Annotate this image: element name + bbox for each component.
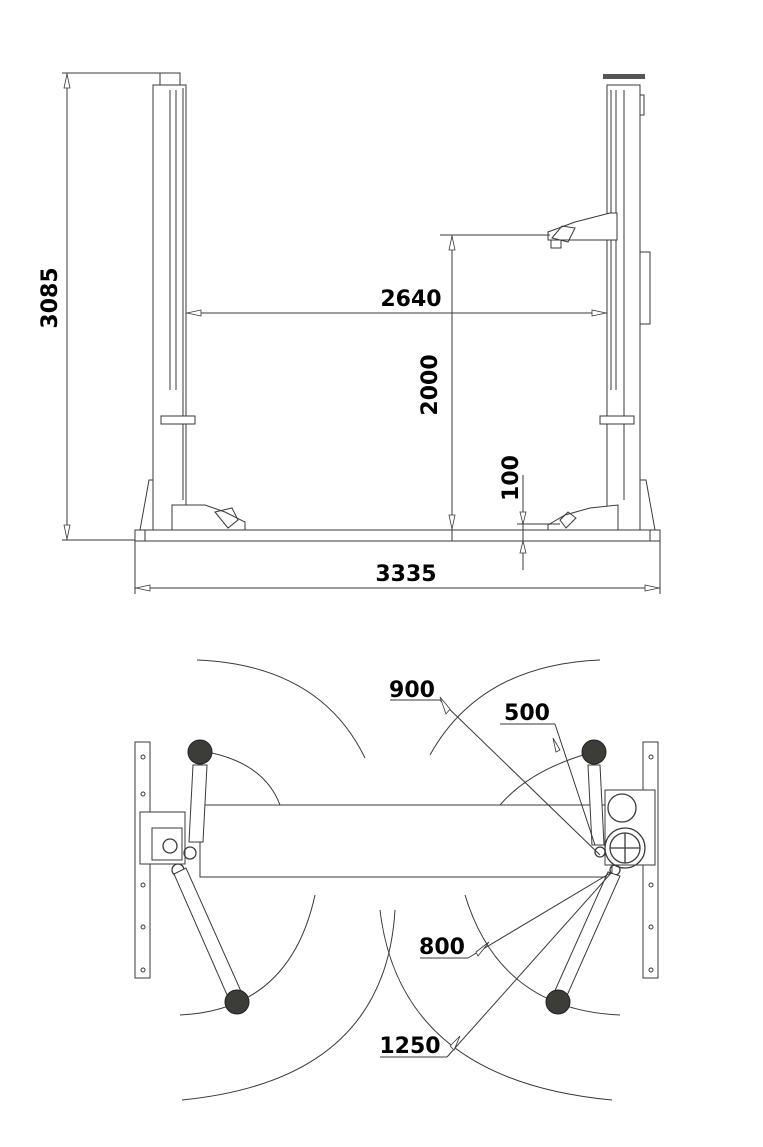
dimension-2640: 2640 (186, 287, 607, 317)
dim-1250-label: 1250 (379, 1034, 440, 1059)
right-post (547, 74, 656, 531)
lift-pad (581, 739, 607, 765)
lift-pad (545, 989, 571, 1015)
left-column-base (134, 741, 197, 979)
left-arms (173, 739, 250, 1015)
plan-view: 900 500 800 1250 (134, 659, 659, 1101)
vehicle-outline (199, 804, 613, 878)
dimension-500: 500 (500, 701, 596, 846)
dimension-2000: 2000 (418, 234, 550, 541)
lift-pad (224, 989, 250, 1015)
dim-800-label: 800 (419, 935, 465, 960)
dimension-800: 800 (419, 871, 613, 960)
raised-arm (547, 212, 618, 249)
dim-500-label: 500 (504, 701, 550, 726)
post-inner-width-label: 2640 (380, 287, 441, 312)
front-view: 3085 2640 2000 100 3335 (38, 72, 661, 594)
dimension-1250: 1250 (379, 871, 613, 1059)
dimension-3335: 3335 (134, 541, 661, 594)
min-arm-height-label: 100 (499, 455, 524, 501)
right-column-base (594, 741, 659, 979)
overall-width-label: 3335 (375, 562, 436, 587)
dimension-3085: 3085 (38, 72, 165, 541)
base-plate (134, 529, 661, 542)
dimension-900: 900 (389, 678, 601, 856)
lift-pad (187, 739, 213, 765)
overall-height-label: 3085 (38, 267, 63, 328)
dimension-100: 100 (499, 455, 560, 570)
arm-swing-arcs (179, 659, 621, 1101)
dim-900-label: 900 (389, 678, 435, 703)
right-arms (545, 739, 621, 1015)
max-lift-height-label: 2000 (418, 354, 443, 415)
left-post (139, 72, 246, 531)
